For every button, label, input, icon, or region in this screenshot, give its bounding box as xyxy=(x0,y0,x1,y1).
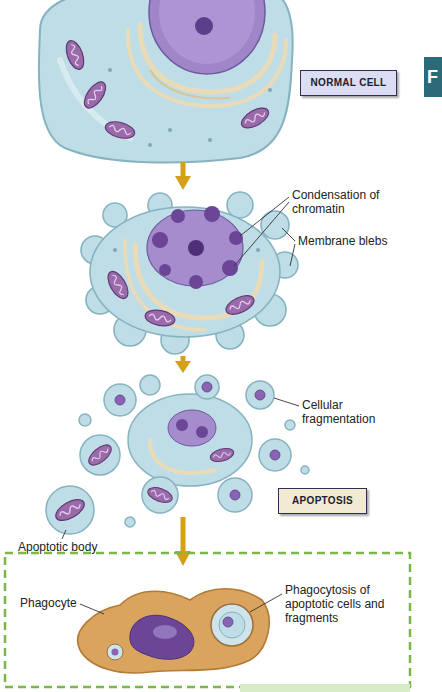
part-label: Membrane blebs xyxy=(298,234,408,248)
phagocyte xyxy=(78,589,269,673)
fragmenting-cell xyxy=(46,375,309,534)
blebbing-cell xyxy=(81,192,298,354)
leader-lines xyxy=(62,197,299,614)
cell-state-box: NORMAL CELL xyxy=(300,70,397,96)
process-box: APOPTOSIS xyxy=(278,488,367,514)
green-bar xyxy=(240,684,410,692)
blebbing-cell-interior xyxy=(104,206,262,330)
part-label: Condensation of chromatin xyxy=(292,188,402,216)
part-label: Apoptotic body xyxy=(18,540,110,554)
box-text: APOPTOSIS xyxy=(287,495,358,507)
box-text: NORMAL CELL xyxy=(309,77,388,89)
title-fragment: F xyxy=(424,57,442,97)
fragmenting-cell-interior xyxy=(52,382,280,525)
part-label: Phagocyte xyxy=(20,596,82,610)
part-label: Phagocytosis of apoptotic cells and frag… xyxy=(285,583,407,625)
phagocytosis-region xyxy=(5,553,410,687)
part-label: Cellular fragmentation xyxy=(302,398,402,426)
process-arrows xyxy=(175,162,191,566)
normal-cell xyxy=(39,0,293,163)
